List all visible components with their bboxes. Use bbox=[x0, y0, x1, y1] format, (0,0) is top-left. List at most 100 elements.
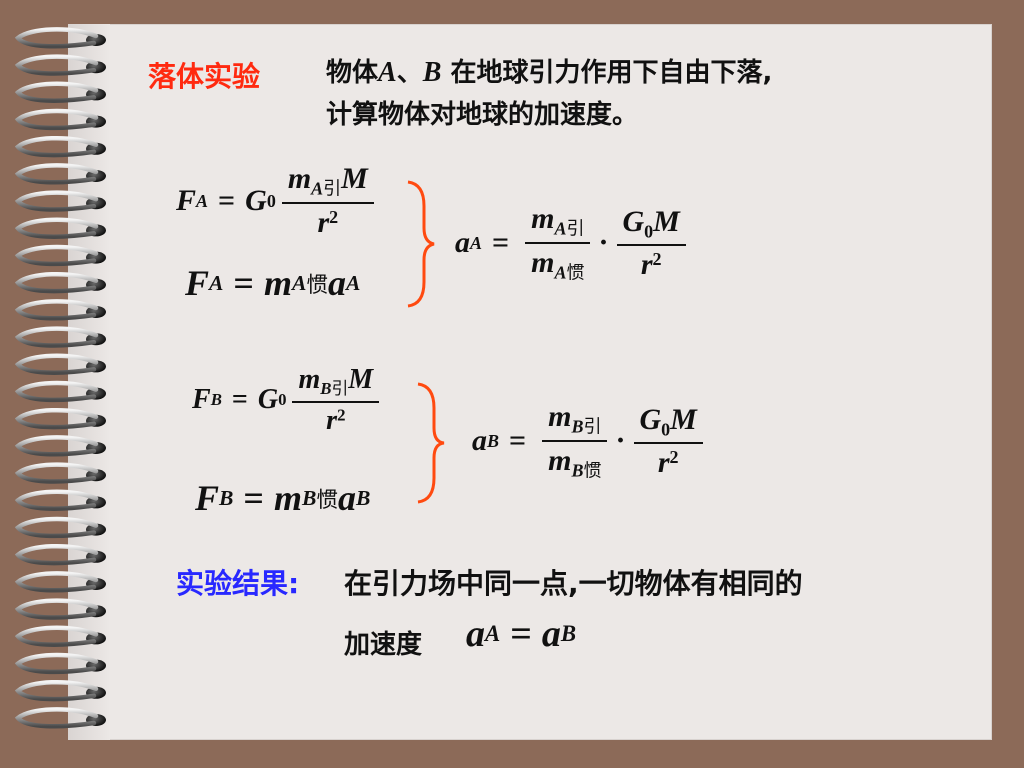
intro-line-2: 计算物体对地球的加速度。 bbox=[326, 100, 639, 130]
result-line-2: 加速度 bbox=[344, 630, 423, 660]
eq-ab-dot: · bbox=[615, 424, 626, 458]
eq-fa-num-sub: A bbox=[311, 178, 324, 199]
eq-ab-ratio-num-sub: B bbox=[571, 416, 584, 437]
eq-fa-numerator: mA引M bbox=[281, 162, 374, 205]
eq-fa2-equals: = bbox=[233, 263, 254, 303]
eq-aa-radius-sup: 2 bbox=[652, 248, 662, 269]
binding-ring bbox=[14, 489, 106, 511]
eq-fb-num-tail: M bbox=[348, 364, 374, 395]
eq-ab-ratio-den-sub: B bbox=[571, 460, 584, 481]
eq-fb2-lhs-sub: B bbox=[219, 485, 234, 510]
eq-fb-den-var: r bbox=[326, 404, 338, 436]
binding-ring bbox=[14, 136, 106, 158]
eq-fb-num-sub: B bbox=[320, 378, 332, 398]
eq-final-lhs: a bbox=[466, 613, 485, 655]
eq-aa-gravity-fraction: G0M r2 bbox=[616, 204, 686, 282]
binding-ring bbox=[14, 244, 106, 267]
binding-ring bbox=[14, 299, 106, 321]
eq-fb2-mass-sub: B bbox=[301, 485, 317, 510]
binding-ring bbox=[14, 462, 106, 484]
eq-ab-ratio-den-tag: 惯 bbox=[583, 460, 602, 482]
eq-fb2-lhs: F bbox=[195, 478, 220, 518]
intro-var-a: A bbox=[378, 57, 397, 88]
result-line-1: 在引力场中同一点,一切物体有相同的 bbox=[344, 567, 803, 600]
eq-ab-ratio-num-var: m bbox=[548, 400, 572, 433]
binding-ring bbox=[14, 163, 106, 185]
eq-ab-radius: r bbox=[657, 445, 670, 479]
intro-separator: 、 bbox=[396, 58, 423, 88]
eq-fa-lhs-sub: A bbox=[196, 190, 209, 211]
eq-ab-earth-mass: M bbox=[670, 402, 697, 436]
curly-brace-icon bbox=[417, 382, 445, 504]
binding-ring bbox=[14, 326, 106, 348]
binding-ring bbox=[14, 625, 106, 647]
binding-ring bbox=[14, 680, 106, 702]
eq-aa-g-const: G bbox=[622, 204, 645, 238]
eq-fb2-equals: = bbox=[243, 478, 264, 518]
intro-line-1-prefix: 物体 bbox=[326, 58, 379, 88]
eq-ab-lhs-sub: B bbox=[487, 430, 500, 451]
intro-line-1-suffix: 在地球引力作用下自由下落, bbox=[450, 58, 773, 88]
eq-fa-equals: = bbox=[218, 184, 236, 218]
curly-brace-icon bbox=[407, 180, 435, 308]
intro-text: 物体A、B 在地球引力作用下自由下落, 计算物体对地球的加速度。 bbox=[326, 52, 772, 136]
eq-aa-equals: = bbox=[492, 226, 510, 260]
eq-fb-const: G bbox=[257, 384, 279, 416]
eq-fa-const: G bbox=[245, 184, 267, 218]
binding-ring bbox=[14, 108, 106, 131]
eq-ab-ratio-den-var: m bbox=[548, 444, 572, 478]
eq-fa-const-sub: 0 bbox=[266, 190, 276, 211]
binding-ring bbox=[14, 571, 106, 593]
eq-fb-numerator: mB引M bbox=[292, 364, 380, 403]
eq-aa-ratio-num-sub: A bbox=[554, 218, 567, 239]
eq-fb2-accel-sub: B bbox=[355, 485, 371, 510]
eq-fa2-mass-tag: 惯 bbox=[306, 272, 328, 298]
binding-ring bbox=[14, 707, 106, 729]
slide-page bbox=[68, 24, 992, 740]
eq-fa2-accel-sub: A bbox=[345, 270, 361, 295]
eq-fb-fraction: mB引M r2 bbox=[292, 364, 380, 437]
eq-fa2-mass: m bbox=[263, 263, 292, 303]
binding-ring bbox=[14, 272, 106, 294]
eq-aa-gravity-numerator: G0M bbox=[616, 204, 686, 246]
eq-fa-denominator: r2 bbox=[311, 204, 344, 240]
eq-aa-g-sub: 0 bbox=[644, 220, 654, 241]
eq-fa2-mass-sub: A bbox=[291, 270, 307, 295]
eq-ab-radius-sup: 2 bbox=[669, 446, 679, 467]
intro-line-1: 物体A、B 在地球引力作用下自由下落, bbox=[326, 52, 772, 94]
eq-fb-lhs: F bbox=[192, 384, 211, 416]
eq-fb-denominator: r2 bbox=[320, 403, 351, 437]
eq-final-equals: = bbox=[510, 613, 532, 655]
eq-fa-lhs: F bbox=[176, 184, 197, 218]
eq-ab-equals: = bbox=[509, 424, 527, 458]
eq-ab-lhs: a bbox=[472, 424, 487, 458]
eq-aa-ratio-den-var: m bbox=[531, 246, 555, 280]
eq-fa-num-var: m bbox=[287, 162, 312, 195]
binding-ring bbox=[14, 652, 106, 675]
binding-ring bbox=[14, 408, 106, 430]
eq-fb-const-sub: 0 bbox=[278, 390, 287, 410]
eq-aa-ratio-numerator: mA引 bbox=[525, 202, 591, 245]
binding-ring bbox=[14, 190, 106, 212]
binding-ring bbox=[14, 435, 106, 457]
eq-final-lhs-sub: A bbox=[485, 621, 501, 646]
eq-aa-ratio-den-tag: 惯 bbox=[566, 262, 585, 284]
eq-fb-equals: = bbox=[231, 384, 248, 416]
eq-ab-ratio-num-tag: 引 bbox=[583, 416, 602, 438]
eq-aa-lhs-sub: A bbox=[470, 232, 483, 253]
eq-fa2-lhs-sub: A bbox=[209, 270, 224, 295]
binding-ring bbox=[14, 27, 106, 49]
eq-aa-lhs: a bbox=[455, 226, 470, 260]
eq-aa-ratio-num-var: m bbox=[531, 202, 555, 235]
binding-ring bbox=[14, 217, 106, 239]
eq-fb-num-var: m bbox=[298, 364, 321, 395]
eq-ab-mass-ratio: mB引 mB惯 bbox=[542, 400, 608, 483]
binding-ring bbox=[14, 544, 106, 566]
eq-fa-den-sup: 2 bbox=[329, 207, 339, 228]
eq-aa-ratio-num-tag: 引 bbox=[566, 218, 585, 240]
